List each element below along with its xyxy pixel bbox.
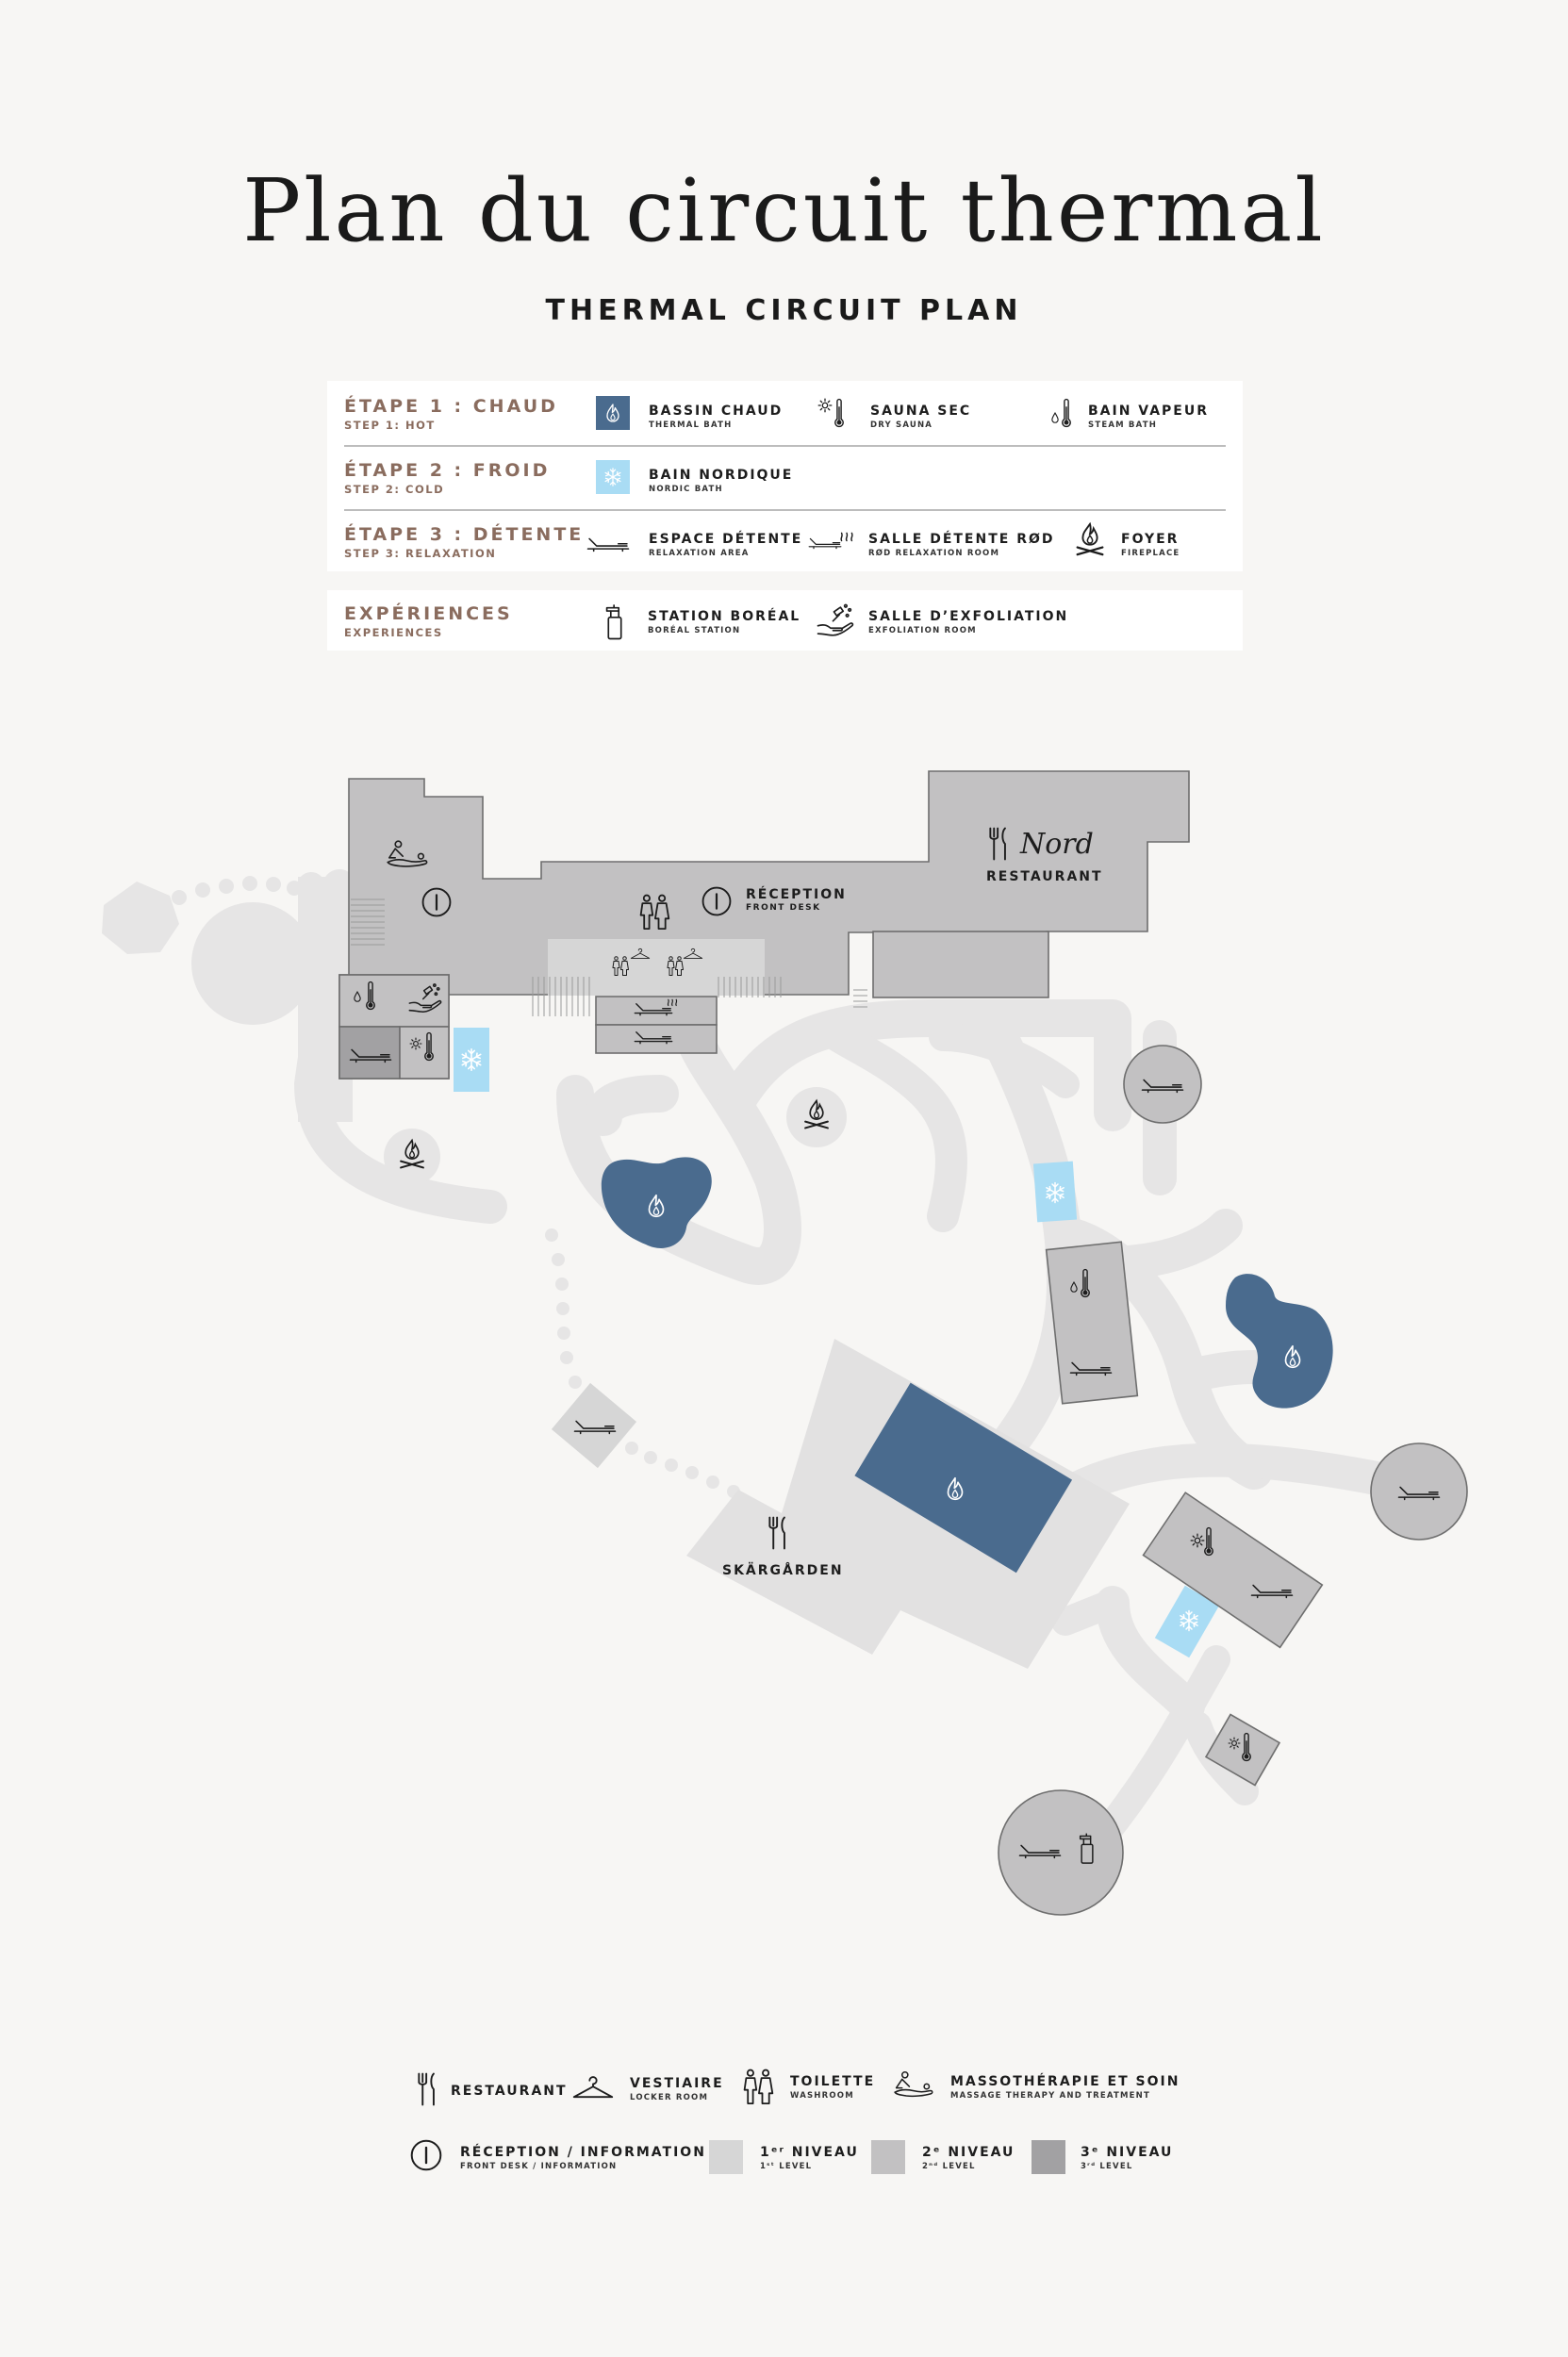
info-icon (410, 2139, 442, 2171)
legend-level-1: 1ᵉʳ NIVEAU 1ˢᵗ LEVEL (709, 2140, 857, 2187)
thermal-pool-2 (1226, 1274, 1333, 1409)
sauna-pavilion (1142, 1492, 1324, 1649)
legend-item-relaxation-area: ESPACE DÉTENTE RELAXATION AREA (586, 524, 803, 568)
steam-room (338, 974, 450, 1028)
legend-item-nordic-bath: BAIN NORDIQUE NORDIC BATH (596, 460, 803, 503)
experiences-sub: EXPERIENCES (344, 626, 443, 639)
step-3-title: ÉTAPE 3 : DÉTENTE (344, 524, 585, 545)
experiences-title: EXPÉRIENCES (344, 603, 513, 624)
sauna-room (399, 1026, 450, 1080)
relax-deck-2 (1370, 1442, 1468, 1541)
legend-reception: RÉCEPTION / INFORMATION FRONT DESK / INF… (409, 2138, 704, 2185)
page-title: Plan du circuit thermal (242, 160, 1326, 261)
step-2-sub: STEP 2: COLD (344, 483, 445, 496)
step-2-title: ÉTAPE 2 : FROID (344, 460, 551, 481)
reception-sub-label: FRONT DESK (746, 903, 821, 913)
level-1-swatch (709, 2140, 743, 2174)
legend-divider (344, 509, 1226, 511)
legend-massage: MASSOTHÉRAPIE ET SOIN MASSAGE THERAPY AN… (892, 2069, 1178, 2116)
legend-item-exfoliation-room: SALLE D’EXFOLIATION EXFOLIATION ROOM (816, 602, 1080, 645)
locker-corridor (548, 939, 765, 996)
step-1-sub: STEP 1: HOT (344, 419, 436, 432)
restaurant-label: RESTAURANT (986, 869, 1103, 884)
skargarden-pool (854, 1382, 1073, 1574)
legend-step-1: ÉTAPE 1 : CHAUD STEP 1: HOT BASSIN CHAUD… (327, 381, 1243, 445)
west-terrace (102, 882, 179, 954)
reception-label: RÉCEPTION (746, 887, 847, 902)
legend-step-2: ÉTAPE 2 : FROID STEP 2: COLD BAIN NORDIQ… (327, 447, 1243, 509)
flame-icon (596, 396, 630, 430)
stairs (351, 898, 867, 1016)
level-3-swatch (1032, 2140, 1065, 2174)
main-building (348, 770, 1190, 996)
level-2-swatch (871, 2140, 905, 2174)
legend-experiences-panel: EXPÉRIENCES EXPERIENCES STATION BORÉAL B… (327, 590, 1243, 651)
relax-deck-1 (1123, 1045, 1202, 1124)
legend-level-3: 3ᵉ NIVEAU 3ʳᵈ LEVEL (1032, 2140, 1173, 2187)
nord-logo: Nord (1020, 828, 1094, 861)
page-subtitle: THERMAL CIRCUIT PLAN (545, 294, 1023, 327)
hanger-icon (572, 2076, 614, 2099)
legend-level-2: 2ᵉ NIVEAU 2ⁿᵈ LEVEL (871, 2140, 1013, 2187)
step-1-title: ÉTAPE 1 : CHAUD (344, 396, 558, 417)
washroom-icon (743, 2069, 774, 2105)
fork-knife-icon (418, 2072, 435, 2106)
legend-washroom: TOILETTE WASHROOM (741, 2069, 883, 2116)
small-sauna (1204, 1713, 1281, 1787)
snowflake-icon (596, 460, 630, 494)
legend-item-steam-bath: BAIN VAPEUR STEAM BATH (1048, 396, 1237, 439)
boreal-station-deck (998, 1789, 1124, 1916)
massage-icon (894, 2070, 933, 2098)
legend-item-thermal-bath: BASSIN CHAUD THERMAL BATH (596, 396, 803, 439)
legend-step-3: ÉTAPE 3 : DÉTENTE STEP 3: RELAXATION ESP… (327, 511, 1243, 571)
legend-restaurant: RESTAURANT (415, 2070, 566, 2118)
annex-building (872, 931, 1049, 998)
relaxation-room-level3 (338, 1026, 401, 1080)
rod-room-2 (595, 1024, 718, 1054)
step-3-sub: STEP 3: RELAXATION (344, 547, 497, 560)
west-pool-deck (191, 902, 314, 1025)
legend-item-fireplace: FOYER FIREPLACE (1072, 520, 1232, 564)
legend-steps-panel: ÉTAPE 1 : CHAUD STEP 1: HOT BASSIN CHAUD… (327, 381, 1243, 571)
relax-kiosk (551, 1382, 637, 1469)
legend-item-rod-relaxation-room: SALLE DÉTENTE RØD RØD RELAXATION ROOM (808, 524, 1053, 568)
legend-locker-room: VESTIAIRE LOCKER ROOM (571, 2070, 722, 2118)
legend-divider (344, 445, 1226, 447)
legend-item-dry-sauna: SAUNA SEC DRY SAUNA (817, 396, 1006, 439)
skargarden-label: SKÄRGÅRDEN (722, 1563, 844, 1578)
steam-pavilion (1045, 1241, 1139, 1405)
legend-item-boreal-station: STATION BORÉAL BORÉAL STATION (602, 602, 810, 645)
